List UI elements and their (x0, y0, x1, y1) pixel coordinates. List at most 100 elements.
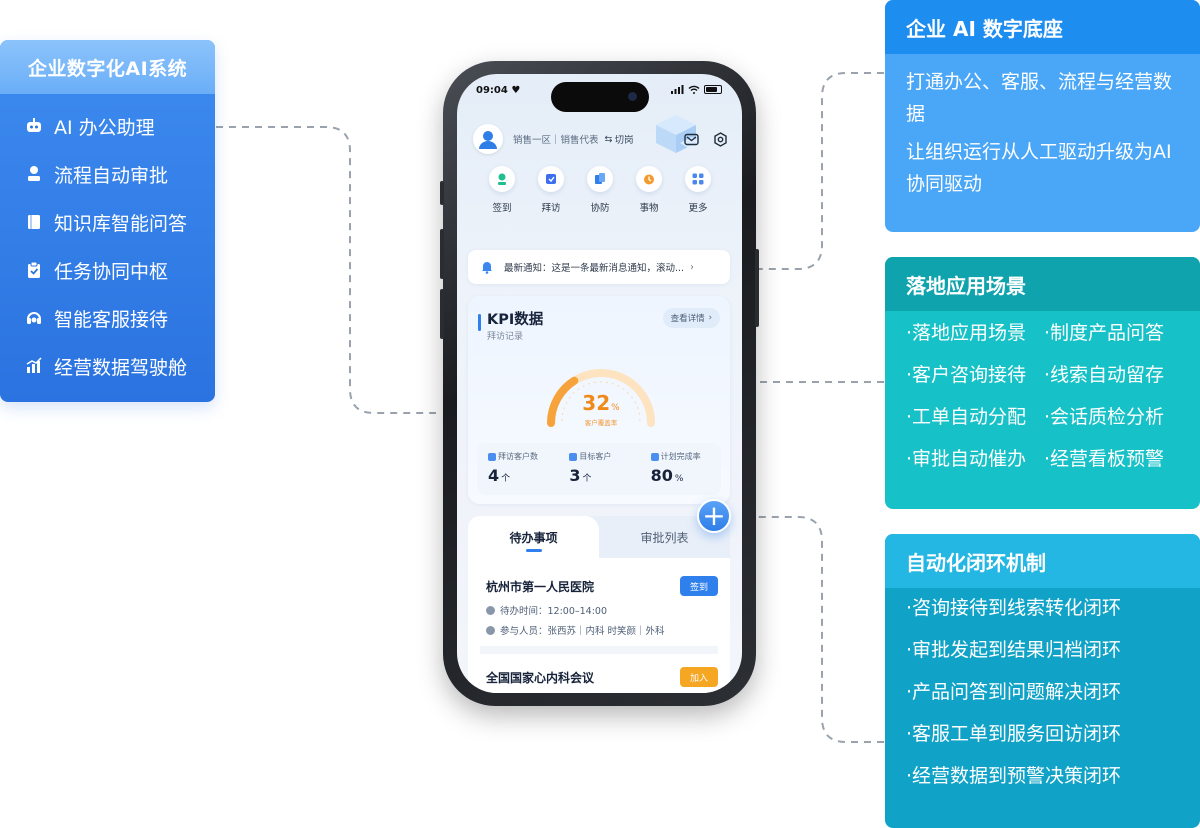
quick-menu-visit[interactable]: 拜访 (528, 166, 574, 232)
ai-system-item-label: 知识库智能问答 (54, 212, 188, 235)
ai-base-card: 企业 AI 数字底座 打通办公、客服、流程与经营数据 让组织运行从人工驱动升级为… (885, 0, 1200, 232)
settings-icon[interactable] (713, 132, 728, 147)
ai-base-line: 让组织运行从人工驱动升级为AI 协同驱动 (906, 141, 1172, 195)
tab-todo[interactable]: 待办事项 (468, 516, 599, 558)
status-time-text: 09:04 (476, 85, 508, 96)
kpi-stat-label-text: 拜访客户数 (498, 452, 538, 461)
quick-menu-assist[interactable]: 协防 (577, 166, 623, 232)
status-icons (671, 85, 722, 94)
task-icon (636, 166, 662, 192)
kpi-detail-button[interactable]: 查看详情 › (662, 308, 720, 328)
quick-menu-task[interactable]: 事物 (626, 166, 672, 232)
kpi-stat-label: 目标客户 (569, 451, 639, 462)
checkin-button[interactable]: 签到 (679, 576, 718, 596)
headset-icon (24, 308, 44, 328)
join-button[interactable]: 加入 (679, 667, 718, 687)
todo-time-text: 待办时间：12:00–14:00 (500, 606, 608, 617)
kpi-stat-label: 拜访客户数 (488, 451, 558, 462)
dynamic-island (551, 82, 649, 112)
chevron-right-icon: › (690, 261, 694, 273)
avatar[interactable] (473, 124, 503, 154)
checkin-icon (489, 166, 515, 192)
ai-system-item: 经营数据驾驶舱 (0, 342, 215, 390)
gauge-value: 32% (540, 391, 662, 415)
stat-icon (650, 452, 659, 461)
quick-menu-more[interactable]: 更多 (675, 166, 721, 232)
ai-base-body: 打通办公、客服、流程与经营数据 让组织运行从人工驱动升级为AI 协同驱动 (885, 54, 1200, 200)
gauge-inner-ring (561, 381, 641, 422)
loop-item: ·审批发起到结果归档闭环 (906, 639, 1122, 661)
kpi-gauge (547, 369, 655, 427)
kpi-stat-unit: % (674, 474, 684, 484)
tab-approval[interactable]: 审批列表 (640, 530, 689, 545)
todo-time: 待办时间：12:00–14:00 (486, 603, 718, 617)
visit-icon (538, 166, 564, 192)
switch-post-button[interactable]: ⇆ 切岗 (605, 132, 634, 147)
ai-base-line: 打通办公、客服、流程与经营数据 (906, 71, 1173, 125)
connector-left (216, 126, 436, 414)
stat-icon (569, 452, 578, 461)
add-button[interactable]: + (697, 499, 731, 533)
ai-system-panel: 企业数字化AI系统 AI 办公助理 流程自动审批 知识库智能问答 任务协同中枢 (0, 40, 215, 402)
chevron-right-icon: › (708, 313, 712, 323)
gauge-value-number: 32 (582, 391, 611, 415)
phone-side-button (440, 181, 444, 205)
quick-menu-label: 协防 (590, 203, 610, 214)
user-role: 销售一区｜销售代表 (513, 135, 599, 146)
scene-item: ·客户咨询接待 (906, 364, 1027, 386)
message-icon[interactable] (684, 132, 699, 147)
phone-screen: 09:04 ♥ 销售一区｜销售代表 ⇆ 切岗 (457, 74, 742, 693)
todo-divider (480, 646, 718, 654)
wifi-icon (688, 85, 700, 94)
loop-item: ·咨询接待到线索转化闭环 (906, 597, 1122, 619)
user-row: 销售一区｜销售代表 ⇆ 切岗 (473, 124, 634, 154)
person-stamp-icon (24, 164, 44, 184)
more-icon (685, 166, 711, 192)
kpi-stat-unit: 个 (582, 474, 592, 484)
todo-title: 杭州市第一人民医院 (486, 580, 595, 594)
kpi-stat-number: 80 (650, 466, 673, 485)
stat-icon (488, 452, 496, 461)
scene-item: ·落地应用场景 (906, 322, 1027, 344)
ai-system-item: 智能客服接待 (0, 294, 215, 342)
clipboard-check-icon (24, 260, 44, 280)
kpi-stat-label: 计划完成率 (650, 451, 721, 462)
todo-card: 待办事项 审批列表 杭州市第一人民医院 签到 待办时间：12:00–14:00 … (468, 516, 730, 693)
phone-side-button (440, 289, 444, 339)
todo-item[interactable]: 杭州市第一人民医院 签到 待办时间：12:00–14:00 参与人员：张西苏｜内… (468, 576, 730, 637)
kpi-detail-label: 查看详情 (670, 314, 705, 324)
scene-item: ·审批自动催办 (906, 448, 1027, 470)
ai-system-list: AI 办公助理 流程自动审批 知识库智能问答 任务协同中枢 智能客服接待 (0, 94, 215, 390)
quick-menu-label: 拜访 (541, 203, 561, 214)
ai-system-item-label: 任务协同中枢 (54, 260, 169, 283)
todo-item[interactable]: 全国国家心内科会议 加入 (468, 667, 730, 687)
phone-side-button (755, 249, 759, 327)
todo-tabs: 待办事项 审批列表 (468, 516, 730, 558)
gauge-caption: 客户覆盖率 (584, 419, 618, 427)
phone-mockup: 09:04 ♥ 销售一区｜销售代表 ⇆ 切岗 (440, 61, 759, 706)
ai-system-item: 知识库智能问答 (0, 198, 215, 246)
top-icons (684, 132, 728, 147)
signal-icon (671, 85, 684, 94)
kpi-stat-label-text: 目标客户 (579, 452, 612, 461)
ai-system-item: 流程自动审批 (0, 150, 215, 198)
loop-item: ·产品问答到问题解决闭环 (906, 681, 1122, 703)
scene-item: ·会话质检分析 (1044, 406, 1165, 428)
kpi-stat-number: 3 (569, 466, 581, 485)
ai-system-item: AI 办公助理 (0, 102, 215, 150)
kpi-stat-label-text: 计划完成率 (660, 452, 701, 461)
battery-icon (704, 85, 722, 94)
switch-post-label: 切岗 (614, 135, 634, 146)
assist-icon (587, 166, 613, 192)
book-icon (24, 212, 44, 232)
notice-bar[interactable]: 最新通知：这是一条最新消息通知，滚动... › (468, 250, 730, 284)
cube-decoration-icon (656, 115, 702, 153)
loop-item: ·经营数据到预警决策闭环 (906, 765, 1122, 787)
scenes-card: 落地应用场景 ·落地应用场景 ·制度产品问答 ·客户咨询接待 ·线索自动留存 ·… (885, 257, 1200, 509)
clock-icon (486, 605, 495, 615)
notice-text: 最新通知：这是一条最新消息通知，滚动... (504, 263, 685, 274)
quick-menu-checkin[interactable]: 签到 (479, 166, 525, 232)
